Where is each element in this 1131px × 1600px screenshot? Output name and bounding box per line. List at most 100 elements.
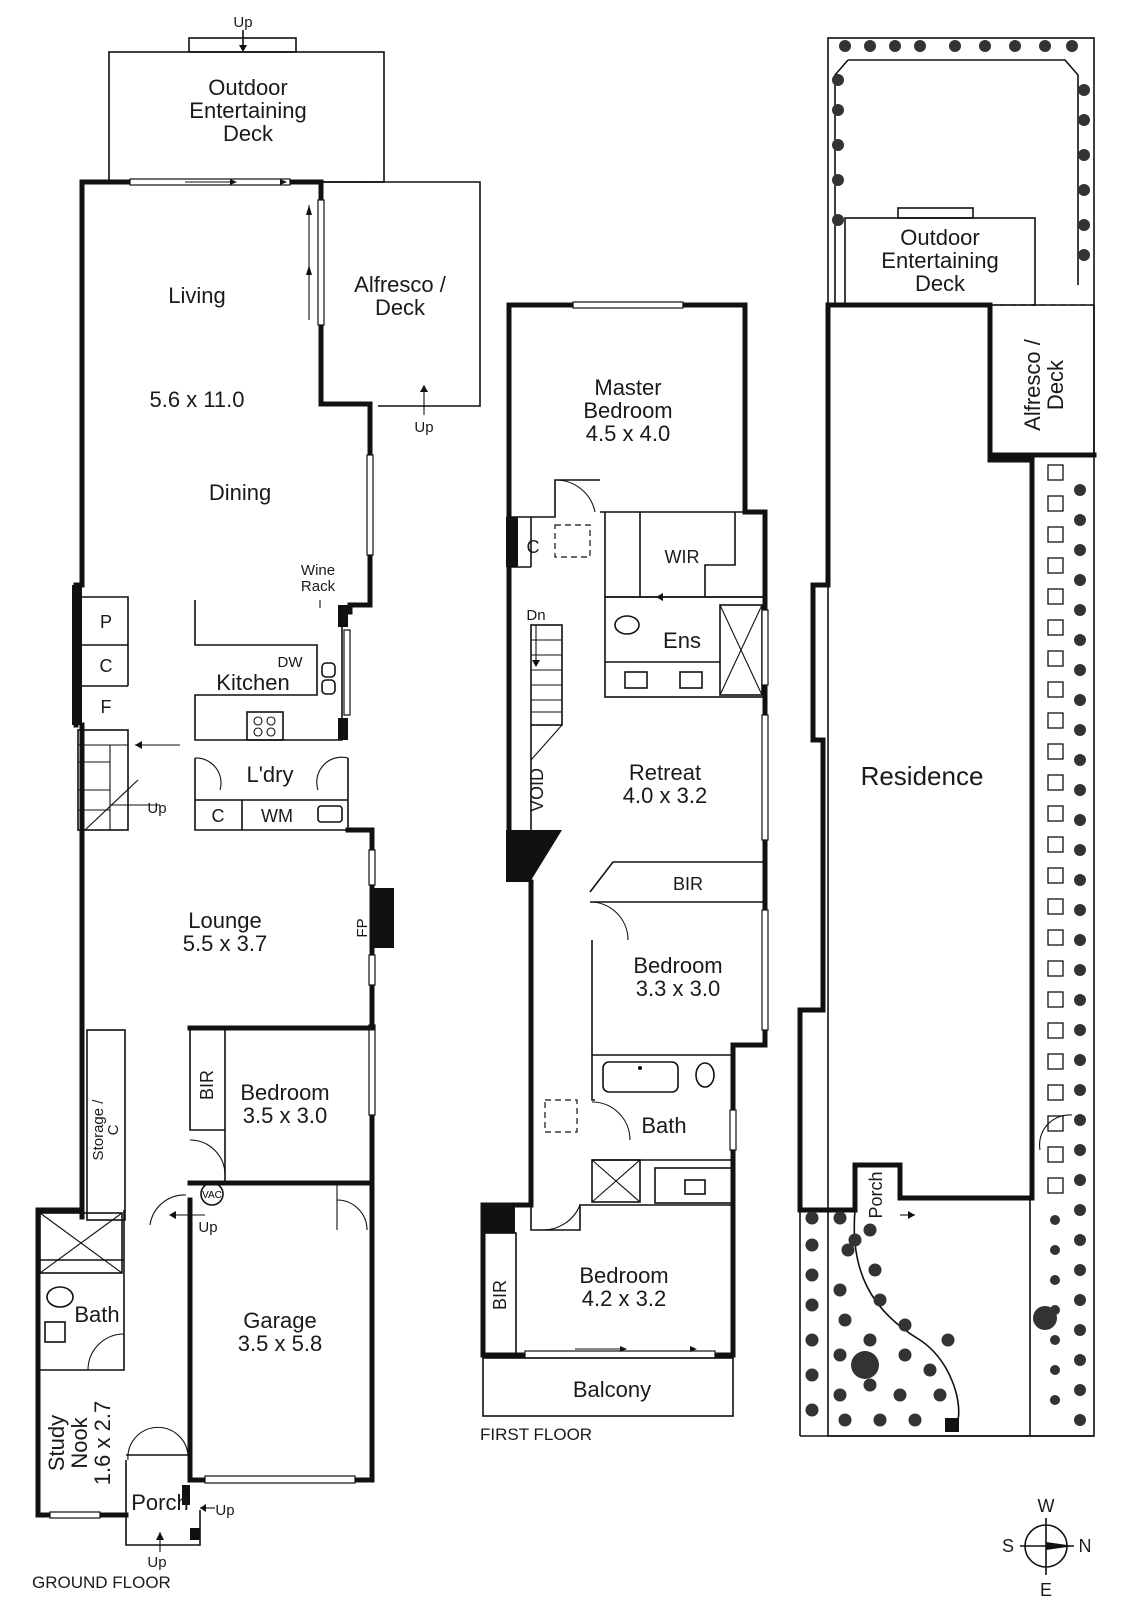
tree-icon: [1074, 1114, 1086, 1126]
ensuite-label: Ens: [663, 628, 701, 653]
site-deck-label-1: Outdoor: [900, 225, 980, 250]
tree-icon: [833, 1388, 847, 1402]
paver-stone: [1047, 619, 1064, 636]
dining-label: Dining: [209, 480, 271, 505]
tree-icon: [1074, 1174, 1086, 1186]
first-floor-plan: [480, 301, 769, 1417]
tree-icon: [832, 139, 844, 151]
fridge-label: F: [101, 697, 112, 717]
ff-cupboard-label: C: [527, 537, 540, 557]
outdoor-deck-label-3: Deck: [223, 121, 274, 146]
paver-stone: [1047, 836, 1064, 853]
tree-icon: [805, 1298, 819, 1312]
ground-floor-plan: [35, 30, 481, 1552]
void-label: VOID: [527, 768, 547, 812]
tree-icon: [868, 1263, 882, 1277]
tree-icon: [833, 1348, 847, 1362]
paver-stone: [1047, 1022, 1064, 1039]
tree-icon: [898, 1318, 912, 1332]
tree-icon: [1074, 514, 1086, 526]
outdoor-deck-label-2: Entertaining: [189, 98, 306, 123]
tree-icon: [1074, 634, 1086, 646]
laundry-label: L'dry: [247, 762, 294, 787]
outdoor-deck-label-1: Outdoor: [208, 75, 288, 100]
vac-label: VAC: [202, 1190, 222, 1201]
tree-icon: [1078, 114, 1090, 126]
trees-group: [805, 40, 1090, 1427]
tree-icon: [805, 1211, 819, 1225]
balcony-label: Balcony: [573, 1377, 651, 1402]
residence-label: Residence: [861, 761, 984, 791]
tree-icon: [1074, 1054, 1086, 1066]
tree-icon: [1074, 904, 1086, 916]
tree-icon: [863, 1223, 877, 1237]
tree-icon: [1074, 964, 1086, 976]
tree-icon: [833, 1211, 847, 1225]
paver-stone: [1047, 774, 1064, 791]
front-up-label: Up: [147, 1554, 166, 1571]
tree-icon: [889, 40, 901, 52]
study-label-2: Nook: [67, 1416, 92, 1468]
tree-icon: [838, 1413, 852, 1427]
tree-icon: [898, 1348, 912, 1362]
compass: [1020, 1518, 1074, 1575]
tree-icon: [1050, 1365, 1060, 1375]
retreat-label: Retreat: [629, 760, 701, 785]
tree-icon: [1050, 1245, 1060, 1255]
tree-icon: [1074, 1294, 1086, 1306]
paver-stone: [1047, 1053, 1064, 1070]
tree-icon: [1074, 604, 1086, 616]
tree-icon: [1074, 1204, 1086, 1216]
tree-icon: [1078, 249, 1090, 261]
tree-icon: [1074, 1354, 1086, 1366]
first-floor-title: FIRST FLOOR: [480, 1425, 592, 1444]
tree-icon: [1050, 1275, 1060, 1285]
study-label-1: Study: [44, 1415, 69, 1471]
tree-icon: [1074, 1024, 1086, 1036]
wine-rack-label-2: Rack: [301, 578, 336, 595]
tree-icon: [841, 1243, 855, 1257]
hall-up-label: Up: [198, 1219, 217, 1236]
garage-label: Garage: [243, 1308, 316, 1333]
master-label: Master: [594, 375, 661, 400]
paver-stone: [1047, 464, 1064, 481]
paver-stone: [1047, 650, 1064, 667]
tree-icon: [863, 1333, 877, 1347]
deck-up-label: Up: [233, 14, 252, 31]
paver-stone: [1047, 588, 1064, 605]
ground-floor-title: GROUND FLOOR: [32, 1573, 171, 1592]
tree-icon: [805, 1368, 819, 1382]
stairs-down-label: Dn: [526, 607, 545, 624]
porch-up-label: Up: [215, 1502, 234, 1519]
tree-icon: [864, 40, 876, 52]
washing-machine-label: WM: [261, 806, 293, 826]
stairs-up-label: Up: [147, 800, 166, 817]
tree-icon: [805, 1238, 819, 1252]
tree-icon: [1050, 1215, 1060, 1225]
paver-stone: [1047, 743, 1064, 760]
alfresco-up-label: Up: [414, 419, 433, 436]
paver-stone: [1047, 898, 1064, 915]
paver-stone: [1047, 557, 1064, 574]
tree-icon: [1074, 574, 1086, 586]
tree-icon: [914, 40, 926, 52]
pavers-column: [1047, 464, 1064, 1194]
wine-rack-label-1: Wine: [301, 562, 335, 579]
lounge-size: 5.5 x 3.7: [183, 931, 267, 956]
tree-icon: [805, 1403, 819, 1417]
tree-icon: [1074, 694, 1086, 706]
site-porch-label: Porch: [866, 1171, 886, 1218]
tree-icon: [1074, 1144, 1086, 1156]
tree-icon: [832, 214, 844, 226]
tree-icon: [1074, 1264, 1086, 1276]
bedroom3-size: 4.2 x 3.2: [582, 1286, 666, 1311]
tree-icon: [1074, 1084, 1086, 1096]
paver-stone: [1047, 991, 1064, 1008]
tree-icon: [1009, 40, 1021, 52]
study-size: 1.6 x 2.7: [90, 1401, 115, 1485]
tree-icon: [1078, 219, 1090, 231]
tree-icon: [833, 1283, 847, 1297]
cupboard-label: C: [100, 656, 113, 676]
tree-icon: [979, 40, 991, 52]
bedroom-label: Bedroom: [240, 1080, 329, 1105]
